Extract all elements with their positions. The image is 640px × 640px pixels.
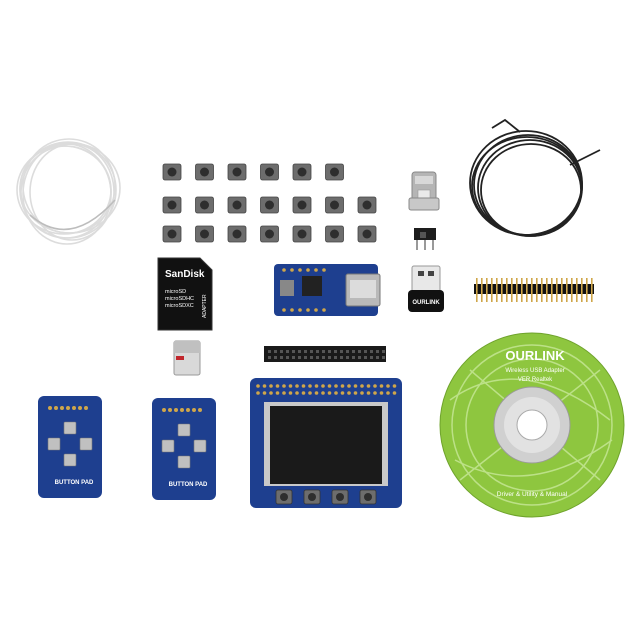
tactile-button (357, 196, 377, 214)
button-pad-board-right: BUTTON PAD (152, 398, 216, 500)
tactile-button (227, 225, 247, 243)
tactile-button (162, 163, 182, 181)
sd-brand-label: SanDisk (165, 269, 205, 280)
tft-tactile-button (331, 489, 349, 505)
sd-side-label: ADAPTER (202, 294, 208, 318)
tactile-button (292, 225, 312, 243)
button-pad-left-label: BUTTON PAD (55, 480, 94, 486)
micro-usb-otg-adapter (408, 171, 440, 211)
dongle-brand-label: OURLINK (412, 300, 440, 306)
tft-tactile-button (275, 489, 293, 505)
tactile-button (260, 196, 279, 214)
tactile-button (162, 196, 182, 214)
button-pad-right-label: BUTTON PAD (169, 482, 208, 488)
microsd-card (173, 340, 201, 376)
tactile-button (357, 225, 377, 243)
tft-tactile-button (359, 489, 377, 505)
tactile-buttons-grid (162, 163, 377, 243)
tactile-button (227, 196, 247, 214)
white-wire-coil (16, 138, 121, 245)
tactile-button (162, 225, 182, 243)
sd-line-2: microSDHC (165, 296, 194, 302)
usb-serial-breakout-board (274, 264, 381, 316)
tactile-button (260, 163, 279, 181)
black-wire-coil (469, 118, 601, 237)
cd-line-1: Wireless USB Adapter (505, 368, 564, 374)
tactile-button (195, 196, 214, 214)
driver-cd-disc: OURLINK Wireless USB Adapter VER Realtek… (439, 332, 625, 518)
cd-line-2: VER Realtek (518, 377, 553, 383)
sd-line-3: microSDXC (165, 303, 194, 309)
tactile-button (195, 225, 214, 243)
tactile-button (292, 163, 312, 181)
female-header-strip (264, 346, 386, 362)
tactile-button (260, 225, 279, 243)
cd-footer: Driver & Utility & Manual (497, 491, 568, 498)
slide-switch (414, 228, 436, 250)
tft-display-board (250, 378, 402, 508)
tactile-button (325, 196, 344, 214)
tactile-button (227, 163, 247, 181)
cd-brand: OURLINK (505, 348, 565, 363)
tactile-button (325, 225, 344, 243)
button-pad-board-left: BUTTON PAD (38, 396, 102, 498)
tactile-button (292, 196, 312, 214)
tactile-button (195, 163, 214, 181)
tft-tactile-button (303, 489, 321, 505)
male-pin-header-strip (474, 278, 594, 302)
usb-wifi-dongle: OURLINK (408, 265, 444, 312)
sd-line-1: microSD (165, 289, 186, 295)
tactile-button (325, 163, 344, 181)
sd-card-adapter: SanDisk microSD microSDHC microSDXC ADAP… (157, 257, 213, 331)
